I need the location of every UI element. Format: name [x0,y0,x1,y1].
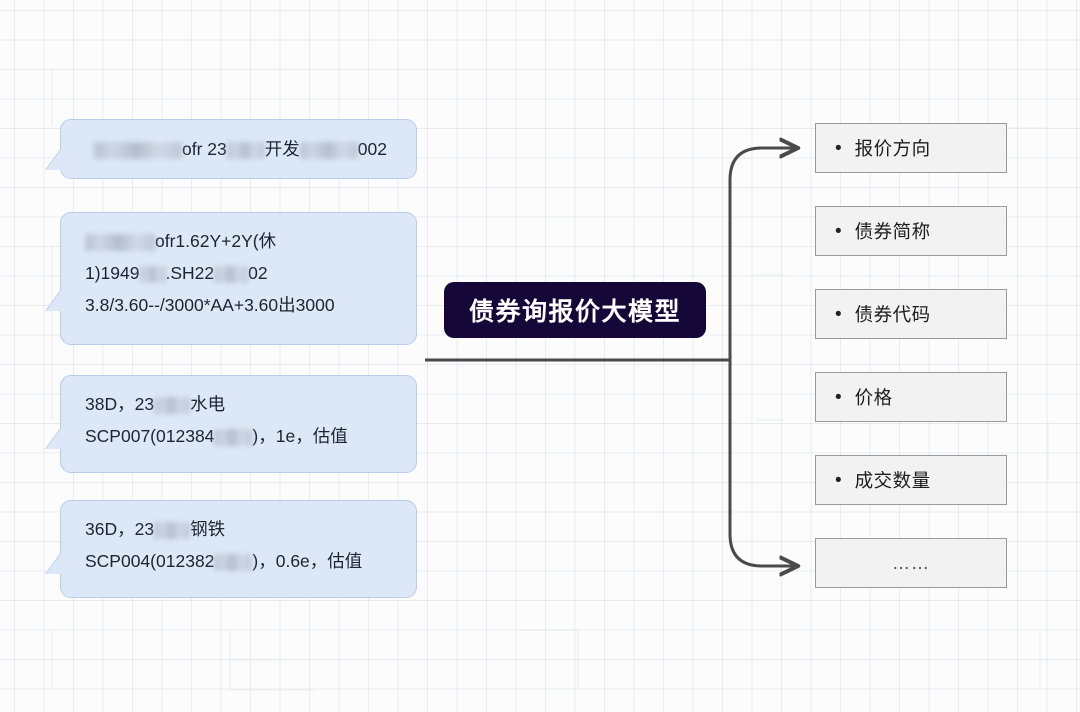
input-bubble-2[interactable]: ofr1.62Y+2Y(休 1)1949 .SH22 02 3.8/3.60--/300… [46,212,417,345]
redacted-text [154,396,191,414]
bullet-icon: • [835,469,842,491]
bubble-tail-icon [46,552,62,574]
bubble-text: 钢铁 [190,519,226,539]
output-label: 债券简称 [854,221,931,242]
bubble-text: )，0.6e，估值 [252,551,363,571]
bubble-text: 36D，23 [85,519,155,539]
output-box-2[interactable]: • 债券简称 [815,206,1007,256]
bubble-2-lines: ofr1.62Y+2Y(休 1)1949 .SH22 02 3.8/3.60--/300… [85,225,396,321]
bubble-text: 开发 [264,139,300,159]
bubble-line: 1)1949 .SH22 02 [85,257,396,289]
bubble-line: 3.8/3.60--/3000*AA+3.60出3000 [85,289,396,321]
bubble-3-lines: 38D，23 水电 SCP007(012384 )，1e，估值 [85,388,396,452]
bubble-text: ofr 23 [182,139,227,159]
output-label: …… [892,552,930,573]
bubble-line: ofr 23 开发 002 [85,133,396,165]
redacted-text [214,428,253,446]
bubble-1-lines: ofr 23 开发 002 [85,132,396,165]
bubble-text: SCP007(012384 [85,426,215,446]
connector-arrow-top [728,148,797,182]
bubble-text: ofr1.62Y+2Y(休 [155,231,277,251]
bubble-tail-icon [46,148,62,170]
bubble-text: 02 [248,263,268,283]
output-box-1[interactable]: • 报价方向 [815,123,1007,173]
bullet-icon: • [835,220,842,242]
connector-arrow-bottom [728,532,797,566]
model-pill[interactable]: 债券询报价大模型 [444,282,706,338]
redacted-text [139,265,166,283]
bubble-line: 36D，23 钢铁 [85,513,396,545]
bubble-text: 38D，23 [85,394,155,414]
output-box-6[interactable]: …… [815,538,1007,588]
bubble-text: 水电 [190,394,226,414]
output-label: 价格 [854,387,893,408]
bubble-tail-icon [46,289,62,311]
model-pill-label: 债券询报价大模型 [468,298,681,326]
bubble-line: SCP007(012384 )，1e，估值 [85,420,396,452]
redacted-text [94,141,183,159]
bubble-text: SCP004(012382 [85,551,215,571]
output-box-3[interactable]: • 债券代码 [815,289,1007,339]
input-bubble-1[interactable]: ofr 23 开发 002 [46,119,417,179]
output-label: 债券代码 [854,304,931,325]
redacted-text [299,141,358,159]
bubble-text: 002 [357,139,387,159]
output-box-5[interactable]: • 成交数量 [815,455,1007,505]
bubble-text: )，1e，估值 [252,426,348,446]
bubble-line: ofr1.62Y+2Y(休 [85,225,396,257]
bubble-line: SCP004(012382 )，0.6e，估值 [85,545,396,577]
bullet-icon: • [835,386,842,408]
input-bubble-4[interactable]: 36D，23 钢铁 SCP004(012382 )，0.6e，估值 [46,500,417,598]
redacted-text [154,521,191,539]
bubble-line: 38D，23 水电 [85,388,396,420]
output-box-4[interactable]: • 价格 [815,372,1007,422]
redacted-text [226,141,265,159]
redacted-text [214,553,253,571]
input-bubble-3[interactable]: 38D，23 水电 SCP007(012384 )，1e，估值 [46,375,417,473]
bubble-tail-icon [46,427,62,449]
redacted-text [214,265,249,283]
bubble-text: .SH22 [165,263,215,283]
output-label: 成交数量 [854,470,931,491]
redacted-text [85,233,155,251]
bullet-icon: • [835,303,842,325]
output-label: 报价方向 [854,138,931,159]
bubble-text: 1)1949 [85,263,140,283]
bubble-4-lines: 36D，23 钢铁 SCP004(012382 )，0.6e，估值 [85,513,396,577]
bullet-icon: • [835,137,842,159]
bubble-text: 3.8/3.60--/3000*AA+3.60出3000 [85,295,335,315]
